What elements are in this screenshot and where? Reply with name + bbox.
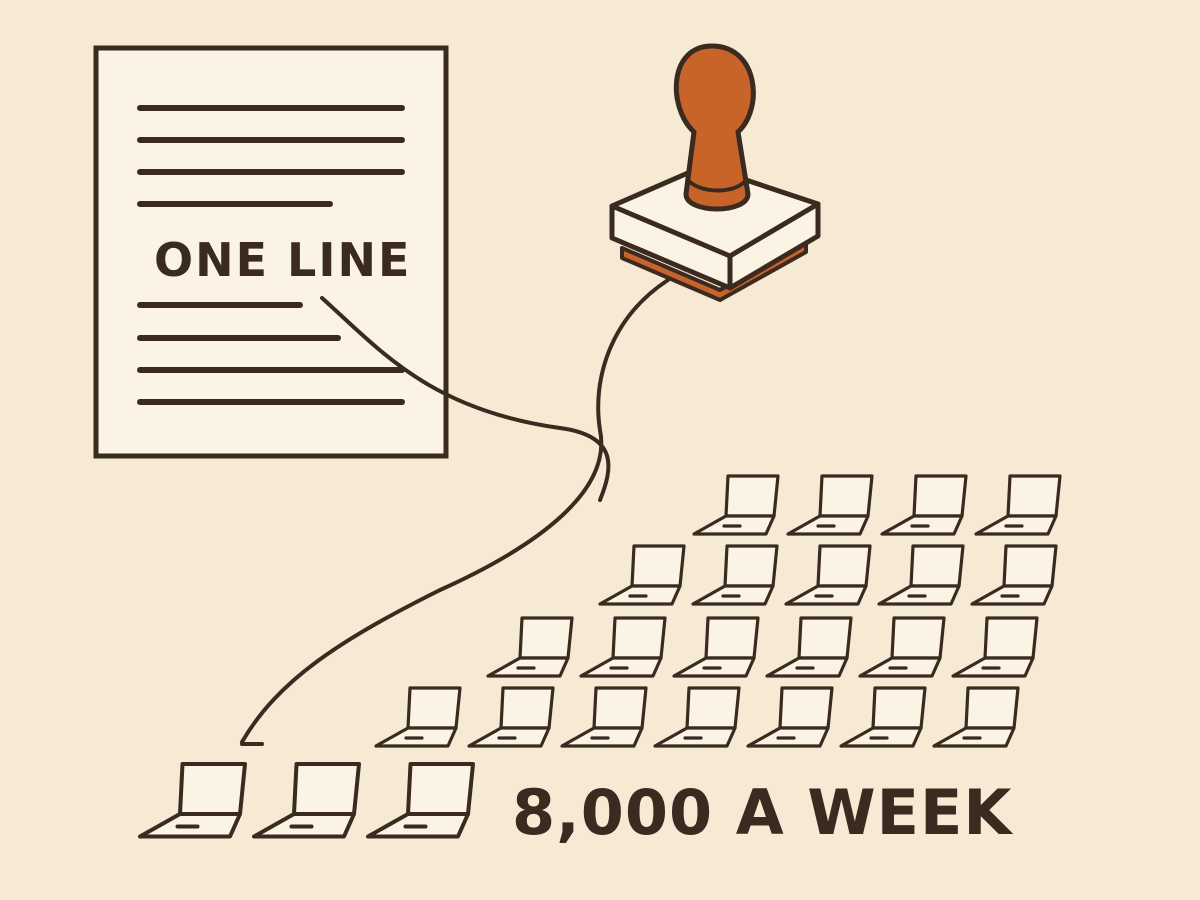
laptop-icon	[598, 544, 686, 606]
laptop-icon	[467, 686, 555, 748]
laptop-icon	[932, 686, 1020, 748]
laptop-icon	[765, 616, 853, 678]
laptop-icon	[692, 474, 780, 536]
laptop-icon	[786, 474, 874, 536]
laptop-icon	[560, 686, 648, 748]
laptop-icon	[974, 474, 1062, 536]
caption-text: 8,000 A WEEK	[512, 776, 1013, 849]
laptop-icon	[486, 616, 574, 678]
laptop-icon	[746, 686, 834, 748]
laptop-icon	[579, 616, 667, 678]
laptop-grid	[138, 474, 1062, 839]
laptop-icon	[138, 762, 247, 839]
laptop-icon	[858, 616, 946, 678]
laptop-icon	[691, 544, 779, 606]
rubber-stamp-icon	[609, 43, 821, 302]
connector-line-from-stamp	[240, 278, 670, 744]
document-icon: ONE LINE	[93, 45, 449, 459]
laptop-icon	[374, 686, 462, 748]
connector-line-from-document	[320, 296, 611, 502]
laptop-icon	[653, 686, 741, 748]
document-label: ONE LINE	[154, 233, 411, 287]
laptop-icon	[880, 474, 968, 536]
laptop-icon	[877, 544, 965, 606]
laptop-icon	[366, 762, 475, 839]
laptop-icon	[784, 544, 872, 606]
laptop-icon	[951, 616, 1039, 678]
laptop-icon	[839, 686, 927, 748]
laptop-icon	[970, 544, 1058, 606]
laptop-icon	[252, 762, 361, 839]
laptop-icon	[672, 616, 760, 678]
